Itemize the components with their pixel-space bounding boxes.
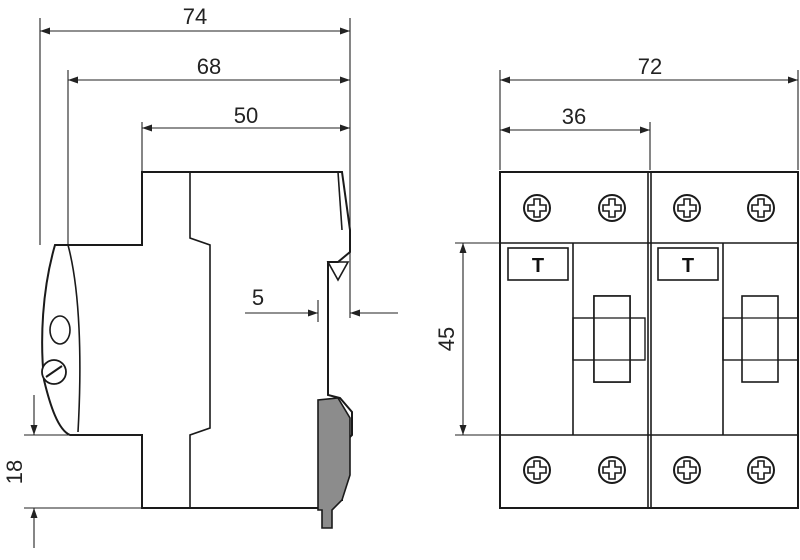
dimension-front-height-label: 45 [434, 327, 459, 351]
dimension-overall-depth-label: 74 [183, 4, 207, 29]
dimension-clip-offset-label: 5 [252, 285, 264, 310]
dimension-module-width: 36 [500, 104, 650, 134]
test-button [657, 247, 719, 281]
terminal-screw-icon [598, 194, 626, 222]
din-rail-clip [317, 397, 351, 529]
toggle-lever [572, 295, 646, 383]
dimension-front-depth: 68 [68, 54, 350, 84]
dimension-front-depth-label: 68 [197, 54, 221, 79]
module-1: T [507, 243, 646, 435]
terminal-screw-icon [673, 194, 701, 222]
side-inner-line [189, 172, 211, 508]
rear-edge-line [337, 171, 343, 231]
dimension-front-height: 45 [434, 242, 500, 436]
terminal-screw-icon [523, 194, 551, 222]
lever-knob [41, 315, 71, 385]
side-view: 74 68 50 [2, 4, 398, 548]
dimension-total-width: 72 [500, 54, 798, 84]
side-body-outline [41, 171, 353, 509]
terminal-screw-icon [673, 456, 701, 484]
dimension-clip-offset: 5 [245, 285, 398, 322]
terminal-screw-icon [747, 194, 775, 222]
dimension-module-width-label: 36 [562, 104, 586, 129]
latch-triangle [326, 261, 350, 282]
dimension-overall-depth: 74 [40, 4, 350, 35]
terminal-screw-icon [523, 456, 551, 484]
terminal-screw-icon [747, 456, 775, 484]
dimension-body-depth: 50 [142, 103, 350, 132]
dimension-total-width-label: 72 [638, 54, 662, 79]
front-cover-edge [67, 244, 81, 433]
terminal-screw-icon [598, 456, 626, 484]
module-2: T [657, 243, 799, 435]
dimension-terminal-height: 18 [2, 395, 142, 548]
test-button-label: T [682, 255, 694, 277]
test-button-label: T [532, 255, 544, 277]
dimension-body-depth-label: 50 [234, 103, 258, 128]
test-button [507, 247, 569, 281]
dimension-terminal-height-label: 18 [2, 460, 27, 484]
front-view: 72 36 T T [434, 54, 799, 509]
toggle-lever [722, 295, 799, 383]
